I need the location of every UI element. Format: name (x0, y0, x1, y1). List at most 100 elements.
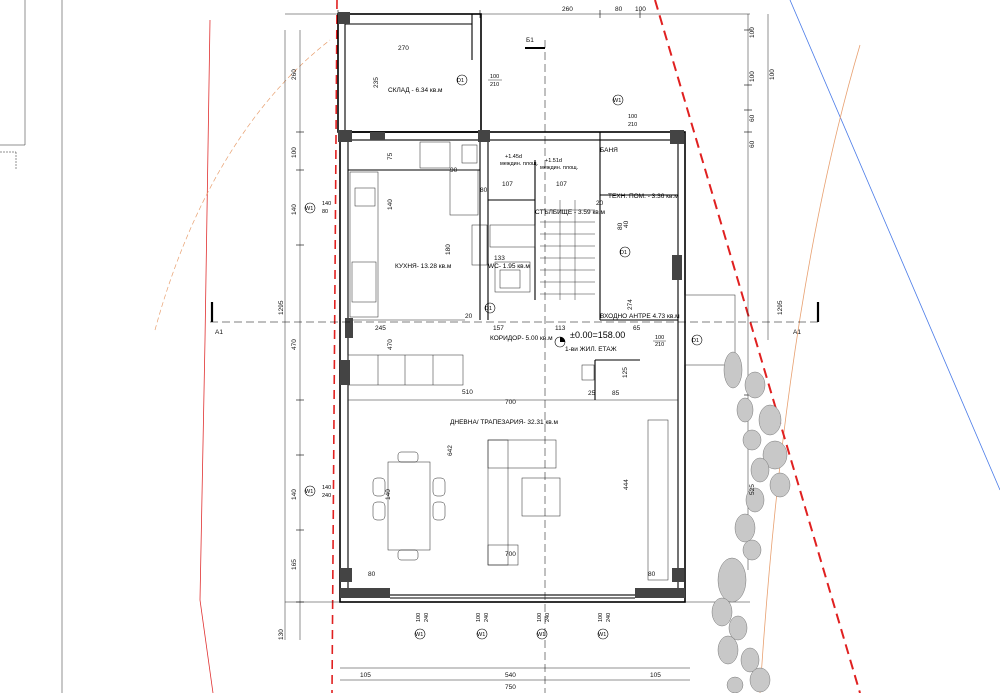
dim-right-1: 100 (749, 27, 756, 38)
dim-107-b: 107 (556, 181, 567, 188)
dim-274: 274 (627, 299, 634, 310)
window-size-bottom-6: 240 (606, 613, 612, 622)
stair-note-2: междин. площ. (500, 161, 539, 167)
window-tag-5: W1 (537, 632, 545, 638)
dim-left-5: 470 (291, 339, 298, 350)
dim-20-a: 20 (465, 313, 473, 320)
dim-right-4: 100 (769, 69, 776, 80)
window-size-bottom-2: 240 (322, 493, 331, 499)
window-size-top-7: 100 (628, 114, 637, 120)
window-size-top-3: 100 (416, 613, 422, 622)
bottom-windows (390, 597, 635, 603)
room-label-wc: WC- 1.95 кв.м (488, 263, 530, 270)
room-label-storage: СКЛАД - 6.34 кв.м (388, 87, 443, 94)
window-markers (304, 94, 624, 640)
dim-700-b: 700 (505, 551, 516, 558)
window-size-top-4: 100 (476, 613, 482, 622)
window-tag-2: W1 (305, 489, 313, 495)
dim-80-d: 80 (480, 187, 488, 194)
window-size-bottom-5: 240 (545, 613, 551, 622)
dim-140: 140 (387, 199, 394, 210)
dim-107-a: 107 (502, 181, 513, 188)
door-size-bottom-2: 210 (655, 342, 664, 348)
dim-133: 133 (494, 255, 505, 262)
dim-left-3: 140 (291, 204, 298, 215)
window-size-bottom-1: 80 (322, 209, 328, 215)
window-tag-4: W1 (477, 632, 485, 638)
dim-right-6: 525 (749, 484, 756, 495)
dim-left-6: 140 (291, 489, 298, 500)
window-tag-1: W1 (305, 206, 313, 212)
dim-storage-width: 270 (398, 45, 409, 52)
section-line-b1 (525, 40, 546, 693)
dim-80-c: 80 (617, 222, 624, 230)
dim-245: 245 (375, 325, 386, 332)
dim-444: 444 (623, 479, 630, 490)
stair-note-3: +1.51d (545, 158, 562, 164)
dim-90: 90 (450, 167, 458, 174)
window-size-top-6: 100 (598, 613, 604, 622)
room-label-bath: БАНЯ (600, 147, 618, 154)
window-tag-3: W1 (415, 632, 423, 638)
dim-510: 510 (462, 389, 473, 396)
dim-65: 65 (633, 325, 641, 332)
garden-stones (711, 351, 791, 693)
room-label-entrance: ВХОДНО АНТРЕ 4.73 кв.м (600, 313, 680, 320)
window-size-top-5: 100 (537, 613, 543, 622)
level-floor-name: 1-ви ЖИЛ. ЕТАЖ (565, 346, 617, 353)
dim-left-2: 100 (291, 147, 298, 158)
dim-25: 25 (588, 390, 596, 397)
stair-note-1: +1.45d (505, 154, 522, 160)
dim-80-a: 80 (368, 571, 376, 578)
dim-40: 40 (623, 220, 630, 228)
dim-20-b: 20 (596, 200, 604, 207)
dim-top-2: 80 (615, 6, 623, 13)
dim-top-3: 100 (635, 6, 646, 13)
room-label-corridor: КОРИДОР- 5.00 кв.м (490, 335, 553, 342)
dim-bottom-1: 105 (360, 672, 371, 679)
door-size-top-1: 100 (490, 74, 499, 80)
section-label-b1: Б1 (526, 37, 534, 44)
stair-note-4: междин. площ. (540, 165, 579, 171)
dim-bottom-3: 105 (650, 672, 661, 679)
dim-180: 180 (445, 244, 452, 255)
dim-right-5: 1295 (777, 300, 784, 315)
dim-bottom-2: 540 (505, 672, 516, 679)
section-line-a1 (210, 302, 820, 323)
dim-left-8: 130 (278, 629, 285, 640)
window-tag-7: W1 (613, 98, 621, 104)
window-tag-6: W1 (598, 632, 606, 638)
dim-right-2: 100 (749, 71, 756, 82)
dim-bottom-4: 750 (505, 684, 516, 691)
dim-157: 157 (493, 325, 504, 332)
columns (338, 12, 685, 598)
dim-642: 642 (447, 445, 454, 456)
dim-left-7: 165 (291, 559, 298, 570)
room-label-stair: СТЪЛБИЩЕ - 3.59 кв.м (535, 209, 606, 216)
window-size-top-1: 140 (322, 201, 331, 207)
window-size-bottom-4: 240 (484, 613, 490, 622)
dim-75: 75 (387, 152, 394, 160)
level-elevation: ±0.00=158.00 (570, 330, 625, 340)
dim-140-b: 140 (385, 489, 392, 500)
dim-left-1: 260 (291, 69, 298, 80)
section-label-a1-right: А1 (793, 329, 801, 336)
dim-left-4: 1295 (278, 300, 285, 315)
dim-80-b: 80 (648, 571, 656, 578)
window-size-bottom-7: 210 (628, 122, 637, 128)
door-size-bottom-1: 210 (490, 82, 499, 88)
level-marker (554, 336, 566, 348)
door-tag-2: D1 (485, 306, 492, 312)
door-tag-4: D1 (692, 338, 699, 344)
door-size-top-2: 100 (655, 335, 664, 341)
dim-113: 113 (555, 325, 566, 332)
door-tag-3: D1 (620, 250, 627, 256)
dim-700-a: 700 (505, 399, 516, 406)
room-label-living: ДНЕВНА/ ТРАПЕЗАРИЯ- 32.31 кв.м (450, 419, 559, 426)
dim-60: 60 (749, 140, 756, 148)
dim-470: 470 (387, 339, 394, 350)
dim-storage-height: 235 (373, 77, 380, 88)
dim-right-3: 60 (749, 114, 756, 122)
